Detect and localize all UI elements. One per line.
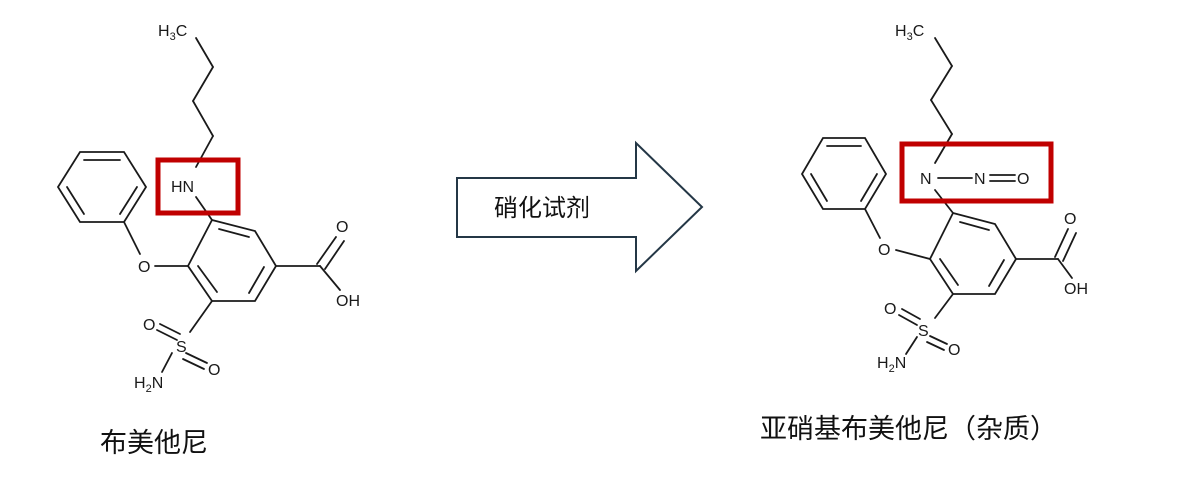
amine-ring-bond bbox=[195, 196, 213, 221]
left-caption: 布美他尼 bbox=[100, 428, 208, 459]
phenyl-ring bbox=[800, 137, 888, 210]
sn-bond bbox=[905, 336, 918, 355]
acid-double-bond bbox=[316, 236, 337, 265]
phenyl-double-bond bbox=[119, 186, 138, 215]
reaction-arrow: 硝化试剂 bbox=[456, 140, 704, 274]
arrow-shape bbox=[456, 140, 704, 274]
ether-bond bbox=[123, 221, 141, 255]
sulfur-label: S bbox=[918, 323, 929, 340]
reagent-label: 硝化试剂 bbox=[494, 194, 590, 222]
chain-bond bbox=[195, 37, 214, 68]
phenyl-ring bbox=[56, 151, 148, 223]
so-double-bond bbox=[182, 358, 205, 370]
sulfonyl-bond bbox=[934, 293, 954, 319]
nitroso-bumetanide-structure: H3C N N O O O OH O S O H2N bbox=[800, 23, 1088, 375]
methyl-label: H3C bbox=[895, 23, 924, 43]
sulfonyl-bond bbox=[189, 300, 213, 333]
so-double-bond bbox=[926, 341, 945, 351]
amine-label: HN bbox=[171, 179, 194, 196]
so-double-bond bbox=[185, 352, 208, 364]
sulfonyl-oxygen-label: O bbox=[948, 342, 960, 359]
acid-bond bbox=[1057, 258, 1073, 279]
amine-nitrogen-label: N bbox=[920, 171, 932, 188]
acid-bond bbox=[319, 265, 341, 291]
chain-bond bbox=[192, 100, 214, 137]
acid-oxygen-label: O bbox=[336, 219, 348, 236]
methyl-label: H3C bbox=[158, 23, 187, 43]
so-double-bond bbox=[929, 335, 948, 345]
acid-double-bond bbox=[1054, 228, 1069, 258]
ether-oxygen-label: O bbox=[138, 259, 150, 276]
ether-bond bbox=[895, 249, 931, 260]
phenyl-double-bond bbox=[810, 173, 828, 202]
ring-double-bond bbox=[218, 228, 250, 238]
chain-bond bbox=[930, 65, 953, 101]
sn-bond bbox=[161, 352, 173, 373]
nitroso-highlight-box bbox=[899, 141, 1054, 204]
nitroso-oxygen-label: O bbox=[1017, 171, 1029, 188]
hydroxyl-label: OH bbox=[336, 293, 360, 310]
acid-double-bond bbox=[1062, 232, 1077, 262]
sulfonyl-oxygen-label: O bbox=[143, 317, 155, 334]
phenyl-double-bond bbox=[66, 186, 85, 215]
so-double-bond bbox=[901, 308, 921, 320]
amine-highlight-box bbox=[155, 157, 241, 216]
ring-double-bond bbox=[248, 266, 265, 294]
amino-label: H2N bbox=[134, 375, 163, 395]
chain-bond bbox=[930, 99, 953, 135]
amino-label: H2N bbox=[877, 355, 906, 375]
chain-bond bbox=[934, 37, 953, 67]
chain-bond bbox=[934, 133, 953, 164]
sulfonyl-oxygen-label: O bbox=[208, 362, 220, 379]
bumetanide-structure: H3C HN O O OH O S O H2N bbox=[56, 23, 360, 395]
right-caption: 亚硝基布美他尼（杂质） bbox=[760, 414, 1057, 445]
ring-double-bond bbox=[197, 265, 218, 293]
ring-double-bond bbox=[959, 221, 990, 231]
nitroso-nitrogen-label: N bbox=[974, 171, 986, 188]
chain-bond bbox=[192, 66, 214, 102]
sulfonyl-oxygen-label: O bbox=[884, 301, 896, 318]
so-double-bond bbox=[156, 329, 178, 341]
ether-bond bbox=[864, 208, 881, 239]
acid-double-bond bbox=[324, 240, 345, 270]
so-double-bond bbox=[898, 314, 918, 326]
so-double-bond bbox=[159, 323, 181, 335]
ring-double-bond bbox=[988, 259, 1005, 287]
acid-oxygen-label: O bbox=[1064, 211, 1076, 228]
sulfur-label: S bbox=[176, 339, 187, 356]
hydroxyl-label: OH bbox=[1064, 281, 1088, 298]
ring-double-bond bbox=[939, 258, 959, 286]
phenyl-double-bond bbox=[860, 173, 878, 202]
ether-oxygen-label: O bbox=[878, 242, 890, 259]
